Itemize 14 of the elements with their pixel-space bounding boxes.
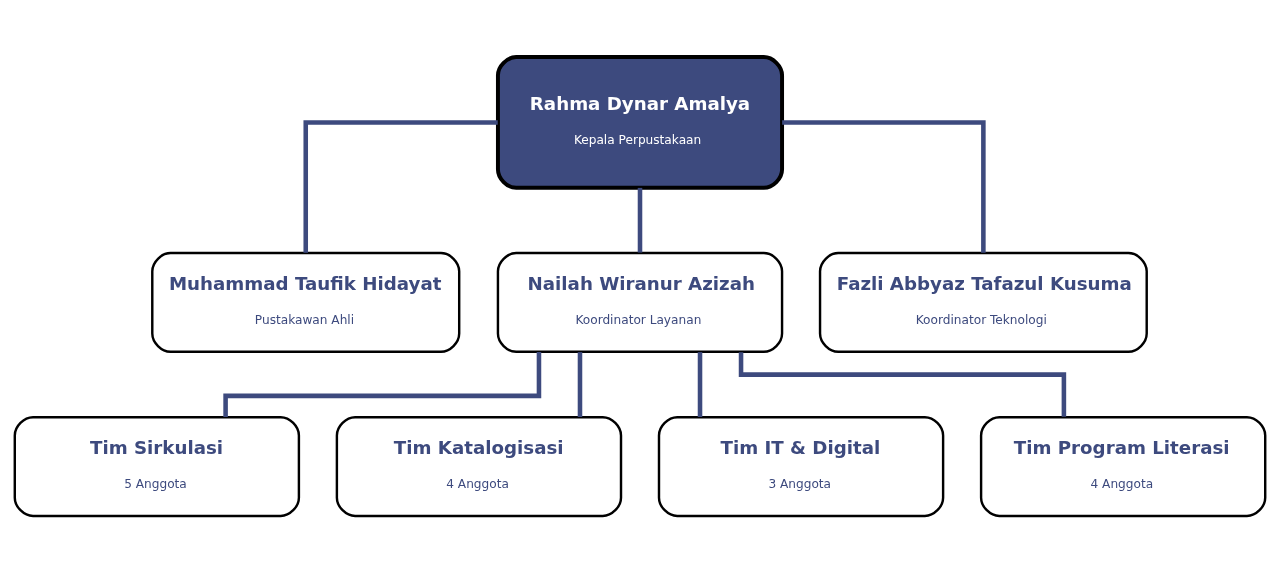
connector <box>697 352 703 418</box>
node-box: Fazli Abbyaz Tafazul Kusuma Koordinator Teknologi <box>818 251 1148 354</box>
node-box: Tim IT & Digital 3 Anggota <box>657 415 945 518</box>
node-box: Nailah Wiranur Azizah Koordinator Layanan <box>496 251 784 354</box>
connector <box>782 120 986 253</box>
node-box: Muhammad Taufik Hidayat Pustakawan Ahli <box>151 251 461 354</box>
connector <box>637 187 643 253</box>
node-box: Rahma Dynar Amalya Kepala Perpustakaan <box>495 55 785 190</box>
node-box: Tim Katalogisasi 4 Anggota <box>335 415 623 518</box>
node-box: Tim Sirkulasi 5 Anggota <box>13 415 301 518</box>
connector <box>303 120 498 253</box>
node-box: Tim Program Literasi 4 Anggota <box>979 415 1267 518</box>
connector <box>223 351 542 418</box>
connector <box>577 352 583 418</box>
